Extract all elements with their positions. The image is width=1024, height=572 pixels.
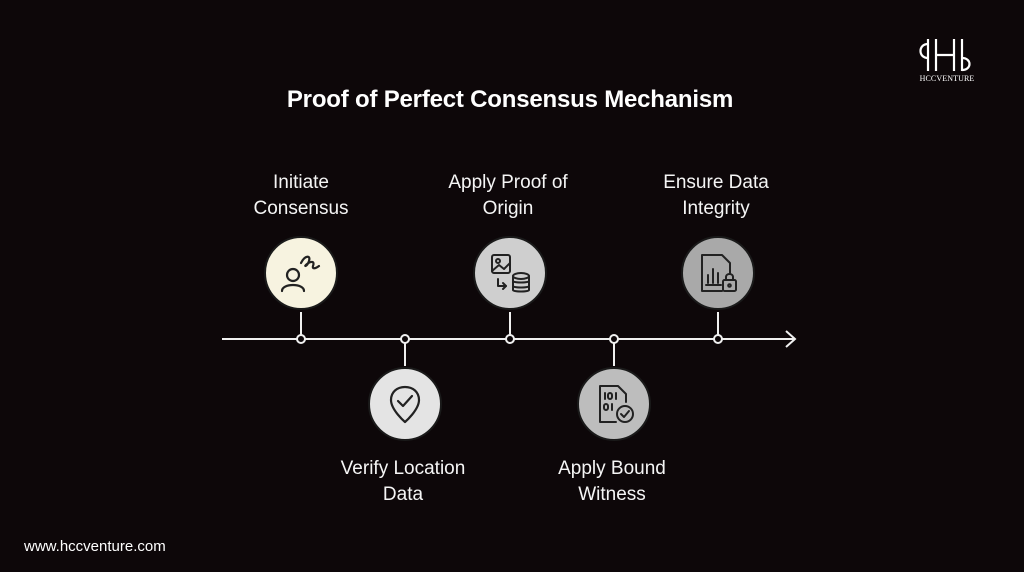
step-label-apply-bound-witness: Apply Bound Witness <box>558 458 666 505</box>
timeline-node-2 <box>400 334 410 344</box>
step-label-apply-proof-of-origin: Apply Proof of Origin <box>448 172 568 219</box>
step-icon-circle-1 <box>264 236 338 310</box>
step-icon-circle-4 <box>577 367 651 441</box>
step-icon-circle-2 <box>368 367 442 441</box>
page-title: Proof of Perfect Consensus Mechanism <box>286 86 734 113</box>
hccventure-logo <box>919 39 971 72</box>
step-label-verify-location-data: Verify Location Data <box>340 458 466 505</box>
step-label-ensure-data-integrity: Ensure Data Integrity <box>663 172 769 219</box>
binary-file-check-icon <box>599 385 634 423</box>
location-check-icon <box>389 385 421 424</box>
timeline-arrowhead <box>785 330 797 348</box>
step-label-initiate-consensus: Initiate Consensus <box>253 172 349 219</box>
step-icon-circle-3 <box>473 236 547 310</box>
timeline-node-3 <box>505 334 515 344</box>
image-to-database-icon <box>491 254 530 293</box>
timeline-node-4 <box>609 334 619 344</box>
chart-file-lock-icon <box>701 254 737 292</box>
timeline-node-1 <box>296 334 306 344</box>
website-url: www.hccventure.com <box>24 538 166 555</box>
step-icon-circle-5 <box>681 236 755 310</box>
timeline-node-5 <box>713 334 723 344</box>
user-signature-icon <box>280 255 321 293</box>
logo-text: HCCVENTURE <box>919 74 975 83</box>
